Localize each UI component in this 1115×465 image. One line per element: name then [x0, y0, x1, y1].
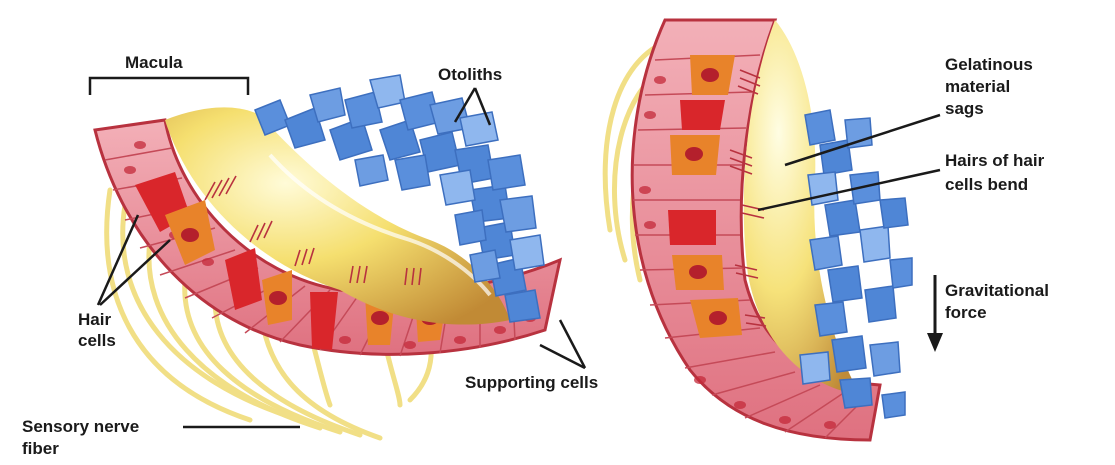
label-hair-cells-line2: cells [78, 331, 116, 350]
label-supporting-cells: Supporting cells [465, 373, 598, 392]
label-sensory-nerve-line1: Sensory nerve [22, 417, 139, 436]
label-hair-cells-line1: Hair [78, 310, 111, 329]
gravity-arrow-head-icon [927, 333, 943, 352]
otoliths-right [800, 110, 912, 418]
macula-bracket [90, 78, 248, 95]
label-macula: Macula [125, 53, 183, 72]
label-hairs-bend-line2: cells bend [945, 175, 1028, 194]
label-gelatinous-line2: material [945, 77, 1010, 96]
label-gravitational-line1: Gravitational [945, 281, 1049, 300]
label-gelatinous-line3: sags [945, 99, 984, 118]
label-gelatinous-line1: Gelatinous [945, 55, 1033, 74]
label-otoliths: Otoliths [438, 65, 502, 84]
label-gravitational-line2: force [945, 303, 987, 322]
right-panel-tilted-macula [605, 20, 912, 440]
label-sensory-nerve-line2: fiber [22, 439, 59, 458]
label-hairs-bend-line1: Hairs of hair [945, 151, 1045, 170]
